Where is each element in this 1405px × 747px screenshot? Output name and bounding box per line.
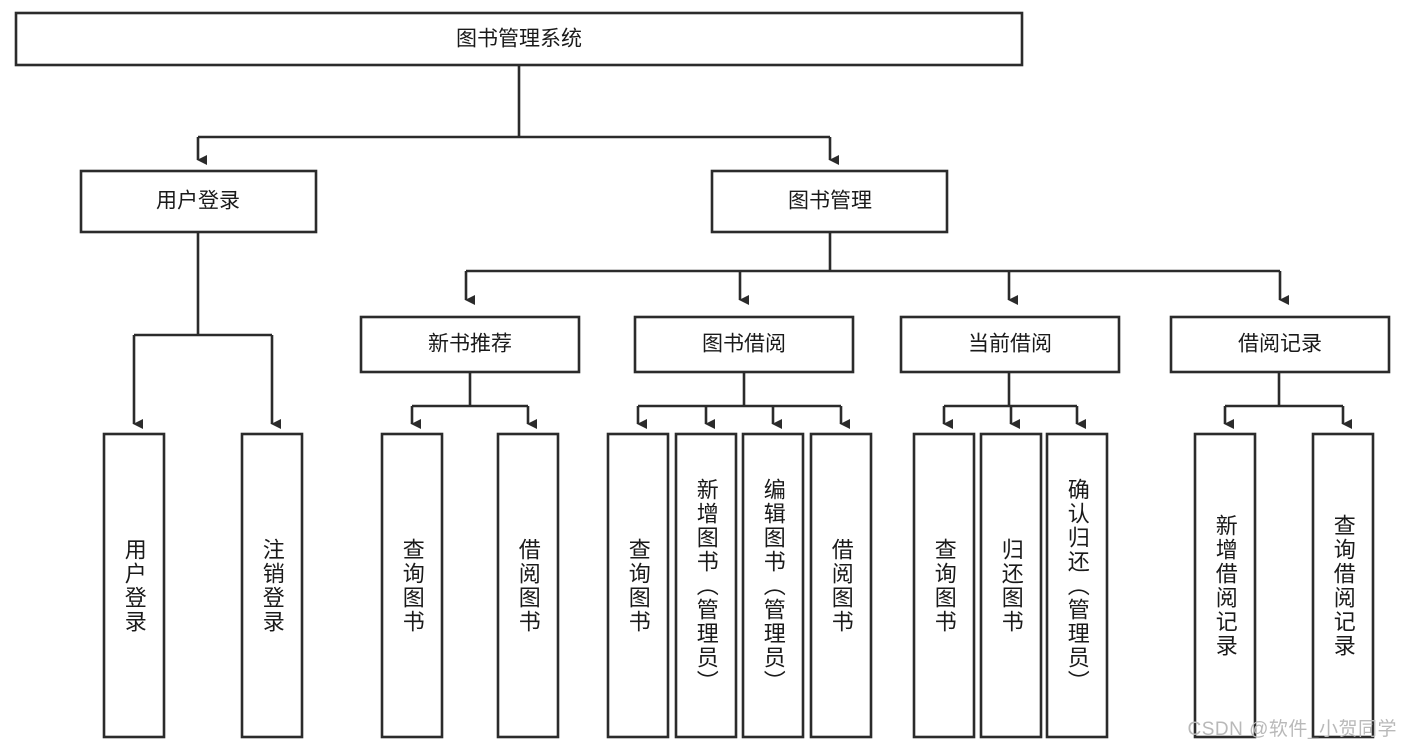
- leaf-boxes-borrow-record: [1193, 432, 1375, 739]
- node-user-login[interactable]: 用户登录: [79, 169, 318, 234]
- watermark-text: CSDN @软件_小贺同学: [1187, 719, 1397, 740]
- leaf-box[interactable]: [1193, 432, 1257, 739]
- node-borrow-record[interactable]: 借阅记录: [1169, 315, 1391, 374]
- leaf-boxes-book-borrow: [606, 432, 873, 739]
- node-book-management-label: 图书管理: [788, 190, 872, 213]
- connector-bookmgmt-to-level2: [464, 232, 1289, 305]
- leaf-boxes-current-borrow: [912, 432, 1109, 739]
- node-borrow-record-label: 借阅记录: [1238, 333, 1322, 356]
- connector-borrowrecord-to-leaves: [1223, 372, 1352, 429]
- connector-currentborrow-to-leaves: [942, 372, 1086, 429]
- leaf-box[interactable]: [102, 432, 166, 739]
- node-book-management[interactable]: 图书管理: [710, 169, 949, 234]
- leaf-box[interactable]: [809, 432, 873, 739]
- connector-root-to-level1: [196, 65, 839, 165]
- leaf-box[interactable]: [979, 432, 1043, 739]
- leaf-box[interactable]: [496, 432, 560, 739]
- leaf-boxes-new-book-recommend: [380, 432, 560, 739]
- node-new-book-recommend-label: 新书推荐: [428, 333, 512, 356]
- node-book-borrow-label: 图书借阅: [702, 333, 786, 356]
- leaf-boxes-user-login: [102, 432, 304, 739]
- node-root-label: 图书管理系统: [456, 28, 582, 51]
- leaf-box[interactable]: [912, 432, 976, 739]
- leaf-box[interactable]: [606, 432, 670, 739]
- node-user-login-label: 用户登录: [156, 190, 240, 213]
- leaf-box[interactable]: [1311, 432, 1375, 739]
- leaf-box[interactable]: [380, 432, 444, 739]
- node-new-book-recommend[interactable]: 新书推荐: [359, 315, 581, 374]
- leaf-box[interactable]: [674, 432, 738, 739]
- leaf-box[interactable]: [1045, 432, 1109, 739]
- connector-bookborrow-to-leaves: [636, 372, 850, 429]
- node-current-borrow[interactable]: 当前借阅: [899, 315, 1121, 374]
- connector-newbook-to-leaves: [410, 372, 537, 429]
- leaf-box[interactable]: [741, 432, 805, 739]
- connector-userlogin-to-leaves: [132, 232, 281, 429]
- node-root[interactable]: 图书管理系统: [14, 11, 1024, 67]
- node-book-borrow[interactable]: 图书借阅: [633, 315, 855, 374]
- leaf-box[interactable]: [240, 432, 304, 739]
- node-current-borrow-label: 当前借阅: [968, 333, 1052, 356]
